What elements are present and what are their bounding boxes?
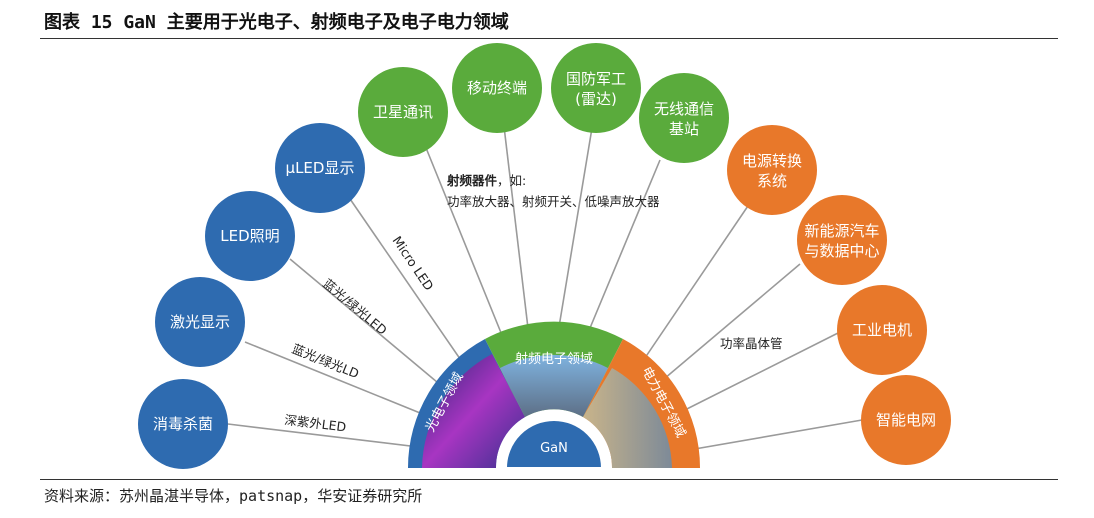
connector-micro-led — [348, 196, 478, 385]
connector-ev-datacenter — [645, 264, 800, 395]
source-rule — [40, 479, 1058, 480]
app-label-mobile-terminal: 移动终端 — [467, 79, 527, 97]
app-label-power-conversion-2: 系统 — [757, 172, 787, 190]
app-label-micro-led-display: µLED显示 — [286, 159, 355, 177]
app-label-defense-2: (雷达) — [575, 90, 617, 108]
rf-note-devices: 功率放大器、射频开关、低噪声放大器 — [447, 194, 660, 209]
link-label-micro-led: Micro LED — [390, 233, 437, 293]
app-label-ev-datacenter-2: 与数据中心 — [804, 242, 879, 260]
app-disinfection: 消毒杀菌 — [138, 379, 228, 469]
app-label-smart-grid: 智能电网 — [876, 411, 936, 429]
app-laser-display: 激光显示 — [155, 277, 245, 367]
app-label-base-station-1: 无线通信 — [654, 100, 714, 118]
rf-note-prefix: 射频器件 — [446, 173, 498, 188]
app-label-satellite-comm: 卫星通讯 — [373, 103, 433, 121]
app-base-station: 无线通信 基站 — [639, 73, 729, 163]
connector-defense — [556, 128, 592, 345]
app-label-base-station-2: 基站 — [669, 120, 699, 138]
app-label-ev-datacenter-1: 新能源汽车 — [804, 222, 879, 240]
app-smart-grid: 智能电网 — [861, 375, 951, 465]
app-label-laser-display: 激光显示 — [170, 313, 230, 331]
app-ev-datacenter: 新能源汽车 与数据中心 — [797, 195, 887, 285]
connector-base-station — [580, 160, 660, 352]
source-note: 资料来源：苏州晶湛半导体，patsnap，华安证券研究所 — [44, 485, 422, 506]
app-label-disinfection: 消毒杀菌 — [153, 415, 213, 433]
segment-label-rf: 射频电子领域 — [515, 351, 593, 367]
app-label-led-lighting: LED照明 — [220, 227, 279, 245]
app-label-defense-1: 国防军工 — [566, 70, 626, 88]
rf-note-line-1: 射频器件，如: — [446, 173, 526, 188]
app-led-lighting: LED照明 — [205, 191, 295, 281]
rf-note-suffix: ，如: — [497, 173, 526, 188]
link-label-blue-green-led: 蓝光/绿光LED — [320, 276, 390, 338]
app-power-conversion: 电源转换 系统 — [727, 125, 817, 215]
connector-power-conversion — [630, 200, 752, 380]
app-micro-led-display: µLED显示 — [275, 123, 365, 213]
app-defense: 国防军工 (雷达) — [551, 43, 641, 133]
app-satellite-comm: 卫星通讯 — [358, 67, 448, 157]
link-label-power-transistor: 功率晶体管 — [720, 336, 783, 351]
gan-label: GaN — [540, 441, 568, 456]
app-industrial-motor: 工业电机 — [837, 285, 927, 375]
connector-mobile — [503, 118, 530, 345]
app-mobile-terminal: 移动终端 — [452, 43, 542, 133]
connector-satellite — [422, 138, 508, 350]
app-label-industrial-motor: 工业电机 — [852, 321, 912, 339]
app-label-power-conversion-1: 电源转换 — [742, 152, 802, 170]
